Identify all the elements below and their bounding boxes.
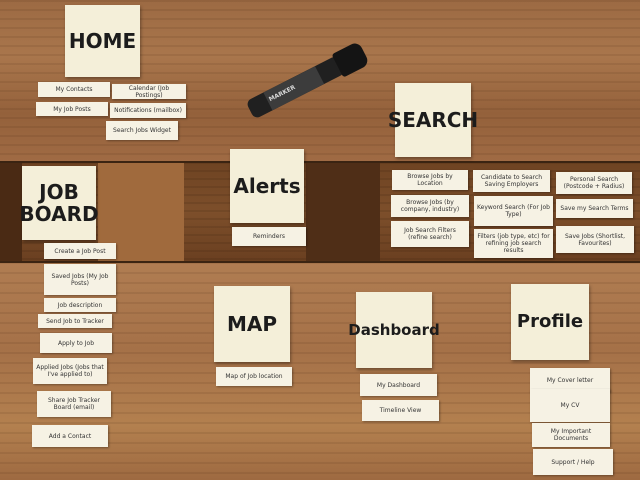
plank-seam <box>0 261 640 263</box>
home-item: Search Jobs Widget <box>106 121 178 140</box>
search-item: Browse Jobs (by company, industry) <box>391 195 469 217</box>
home-item: My Job Posts <box>36 102 108 116</box>
dashboard-note: Dashboard <box>348 292 440 368</box>
search-note: SEARCH <box>388 83 478 157</box>
job-board-item: Saved Jobs (My Job Posts) <box>44 264 116 295</box>
search-item: Filters (job type, etc) for refining job… <box>474 229 553 258</box>
profile-item: My Important Documents <box>532 423 610 447</box>
search-item: Browse Jobs by Location <box>392 170 468 190</box>
home-note: HOME <box>65 5 140 77</box>
search-item: Save my Search Terms <box>556 199 633 218</box>
home-item: My Contacts <box>38 82 110 97</box>
map-note: MAP <box>214 286 290 362</box>
map-item: Map of Job location <box>216 367 292 386</box>
home-item: Calendar (Job Postings) <box>112 84 186 99</box>
profile-note: Profile <box>511 284 589 360</box>
alerts-item: Reminders <box>232 227 306 246</box>
job-board-item: Applied Jobs (Jobs that I've applied to) <box>33 358 107 384</box>
profile-item: My Cover letter <box>530 368 610 392</box>
profile-item: My CV <box>530 389 610 422</box>
plank-segment <box>0 162 22 262</box>
search-item: Keyword Search (For Job Type) <box>474 196 553 226</box>
plank-seam <box>0 161 640 163</box>
dashboard-item: Timeline View <box>362 400 439 421</box>
job-board-item: Create a Job Post <box>44 243 116 259</box>
profile-item: Support / Help <box>533 449 613 475</box>
job-board-note: JOB BOARD <box>19 166 99 240</box>
home-item: Notifications (mailbox) <box>110 103 186 118</box>
job-board-item: Job description <box>44 298 116 312</box>
job-board-item: Send Job to Tracker <box>38 314 112 328</box>
job-board-item: Add a Contact <box>32 425 108 447</box>
search-item: Personal Search (Postcode + Radius) <box>556 172 632 194</box>
plank-segment <box>306 162 380 262</box>
job-board-item: Apply to Job <box>40 333 112 353</box>
search-item: Job Search Filters (refine search) <box>391 221 469 247</box>
job-board-item: Share Job Tracker Board (email) <box>37 391 111 417</box>
dashboard-item: My Dashboard <box>360 374 437 396</box>
search-item: Candidate to Search Saving Employers <box>473 170 550 192</box>
alerts-note: Alerts <box>230 149 304 223</box>
search-item: Save Jobs (Shortlist, Favourites) <box>556 226 634 253</box>
